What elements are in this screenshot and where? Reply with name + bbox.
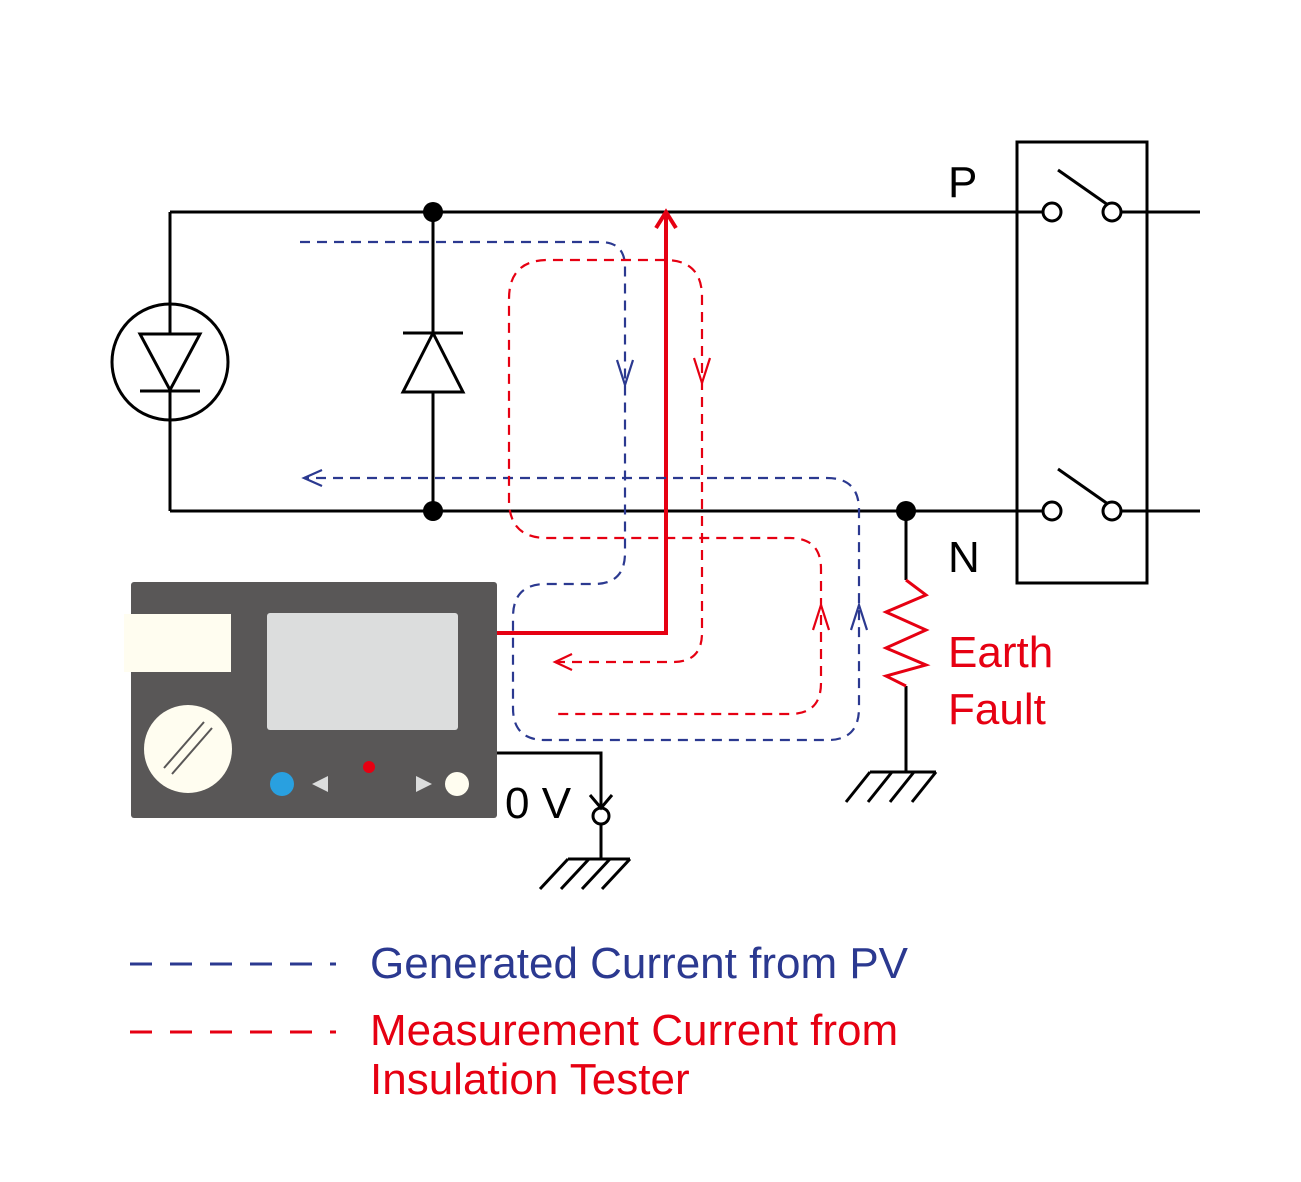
earth-fault-label: Earth	[948, 628, 1053, 677]
legend-label-pv: Generated Current from PV	[370, 939, 909, 988]
legend-label-test: Insulation Tester	[370, 1055, 690, 1104]
junction-dot	[423, 202, 443, 222]
tester-white-button[interactable]	[445, 772, 469, 796]
pv-current-path	[300, 240, 861, 742]
arrow-icon	[849, 601, 869, 631]
legend-label-test: Measurement Current from	[370, 1006, 898, 1055]
arrow-icon	[552, 653, 573, 671]
ground-icon	[538, 794, 632, 891]
diode-icon	[400, 329, 466, 394]
tester-blue-button[interactable]	[270, 772, 294, 796]
junction-dot	[896, 501, 916, 521]
tester-label-plate	[124, 614, 231, 672]
ground-icon	[844, 770, 938, 803]
tester-left-arrow-icon[interactable]	[312, 776, 328, 792]
tester-red-indicator	[363, 761, 375, 773]
insulation-tester	[124, 582, 497, 818]
arrow-icon	[811, 601, 831, 631]
positive-terminal-label: P	[948, 158, 977, 207]
switch-icon	[1015, 140, 1149, 585]
negative-terminal-label: N	[948, 533, 980, 582]
resistor-icon	[881, 578, 931, 688]
arrow-icon	[654, 208, 678, 230]
tester-screen	[267, 613, 458, 730]
pv-cell-icon	[110, 302, 230, 422]
tester-right-arrow-icon[interactable]	[416, 776, 432, 792]
arrow-icon	[301, 468, 323, 488]
test-lead	[497, 214, 668, 635]
junction-dot	[423, 501, 443, 521]
arrow-icon	[692, 357, 712, 387]
earth-fault-label: Fault	[948, 685, 1046, 734]
legend: Generated Current from PV Measurement Cu…	[130, 939, 909, 1104]
tester-dial[interactable]	[144, 705, 232, 793]
arrow-icon	[615, 359, 635, 389]
zero-volt-label: 0 V	[505, 779, 572, 828]
